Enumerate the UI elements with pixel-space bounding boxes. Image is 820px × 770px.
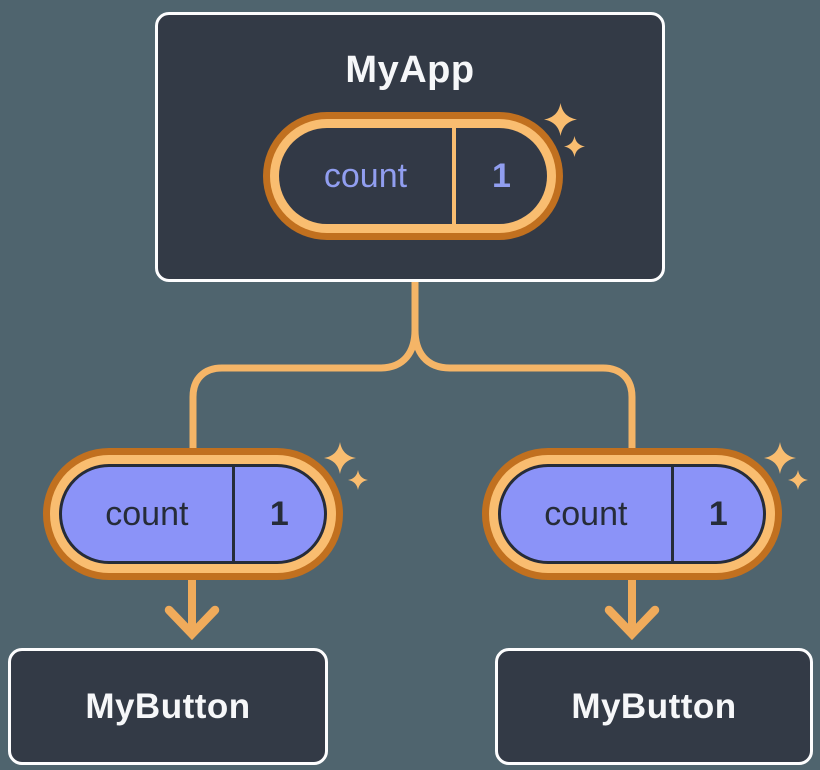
mybutton-right-component-node: MyButton — [495, 648, 813, 765]
left-arrow-head-icon — [164, 605, 220, 641]
sparkle-small-icon — [564, 136, 585, 157]
myapp-title: MyApp — [345, 49, 475, 91]
state-pill-separator — [451, 128, 456, 224]
mybutton-left-component-node: MyButton — [8, 648, 328, 765]
prop-pill-left-label: count — [105, 494, 189, 533]
sparkle-small-icon — [348, 470, 368, 490]
sparkle-small-icon — [788, 470, 808, 490]
prop-pill-right-label: count — [544, 494, 628, 533]
sparkle-icon — [324, 442, 356, 474]
sparkle-icon — [544, 103, 577, 136]
mybutton-left-title: MyButton — [85, 686, 251, 726]
state-pill: count 1 — [263, 112, 563, 240]
prop-pill-left: count 1 — [43, 448, 343, 580]
right-arrow-head-icon — [604, 605, 660, 641]
mybutton-right-title: MyButton — [571, 686, 737, 726]
prop-pill-left-separator — [231, 467, 235, 561]
branch-left-line — [189, 282, 419, 452]
prop-pill-right-separator — [670, 467, 674, 561]
state-pill-value: 1 — [492, 156, 511, 195]
state-pill-label: count — [323, 156, 408, 195]
prop-pill-left-value: 1 — [269, 494, 289, 533]
prop-pill-right: count 1 — [482, 448, 782, 580]
branch-right-line — [411, 282, 636, 452]
prop-pill-right-value: 1 — [708, 494, 728, 533]
sparkle-icon — [764, 442, 796, 474]
